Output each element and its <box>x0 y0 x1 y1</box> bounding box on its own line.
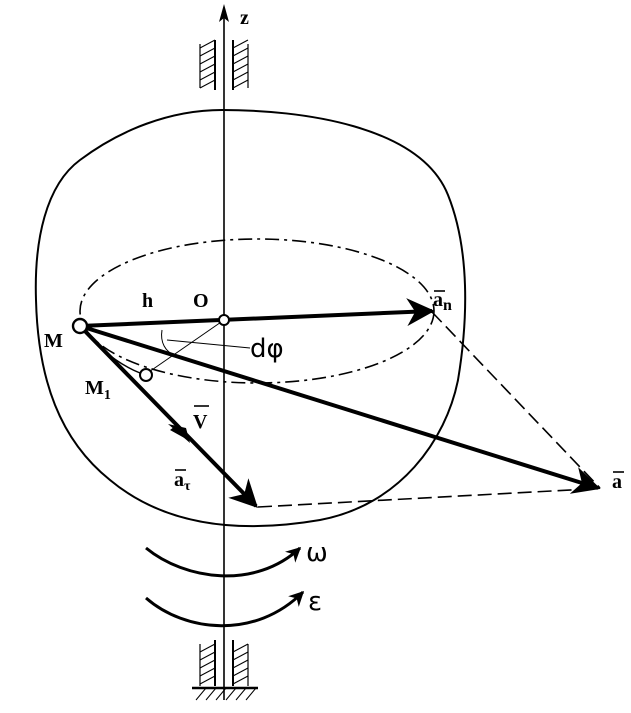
normal-accel-label: an <box>433 289 452 314</box>
angular-velocity-label: ω <box>306 538 328 568</box>
point-o-label: O <box>193 290 209 312</box>
angle-leader <box>166 339 251 349</box>
z-axis-arrowhead <box>219 4 229 22</box>
radius-h-label: h <box>142 290 153 312</box>
point-m1-main: M <box>85 377 104 399</box>
normal-accel-vector <box>79 298 435 328</box>
point-m1-subscript: 1 <box>104 388 111 403</box>
velocity-arrowhead-2 <box>168 424 190 443</box>
parallelogram-dash-2 <box>257 488 589 508</box>
tangential-accel-vector <box>78 324 258 509</box>
angular-accel-label: ε <box>308 587 322 617</box>
point-m-marker <box>71 317 89 335</box>
radius-to-m1 <box>145 319 225 375</box>
omega-rotation-arrow <box>145 546 302 578</box>
tangential-accel-label-group: aτ <box>174 469 191 494</box>
rigid-body-outline <box>34 108 467 528</box>
velocity-label: V <box>193 411 208 433</box>
epsilon-rotation-arrow <box>145 590 305 628</box>
z-axis-label: z <box>240 7 249 29</box>
tangential-subscript: τ <box>184 479 191 494</box>
total-accel-label: a <box>612 471 622 493</box>
tangential-main: a <box>174 469 184 491</box>
normal-accel-label-group: an <box>433 289 452 314</box>
parallelogram-dash-1 <box>431 311 601 489</box>
bottom-bearing <box>192 640 258 701</box>
velocity-label-group: V <box>193 405 209 433</box>
total-accel-vector <box>79 324 601 494</box>
point-m-label: M <box>44 330 63 352</box>
top-bearing <box>199 39 249 90</box>
total-accel-label-group: a <box>612 471 624 493</box>
angle-label: dφ <box>250 334 284 364</box>
point-m1-marker <box>139 368 153 382</box>
point-m1-label: M1 <box>85 377 111 403</box>
tangential-accel-label: aτ <box>174 469 191 494</box>
normal-subscript: n <box>443 297 452 314</box>
point-o-marker <box>218 314 230 326</box>
normal-main: a <box>433 289 443 311</box>
